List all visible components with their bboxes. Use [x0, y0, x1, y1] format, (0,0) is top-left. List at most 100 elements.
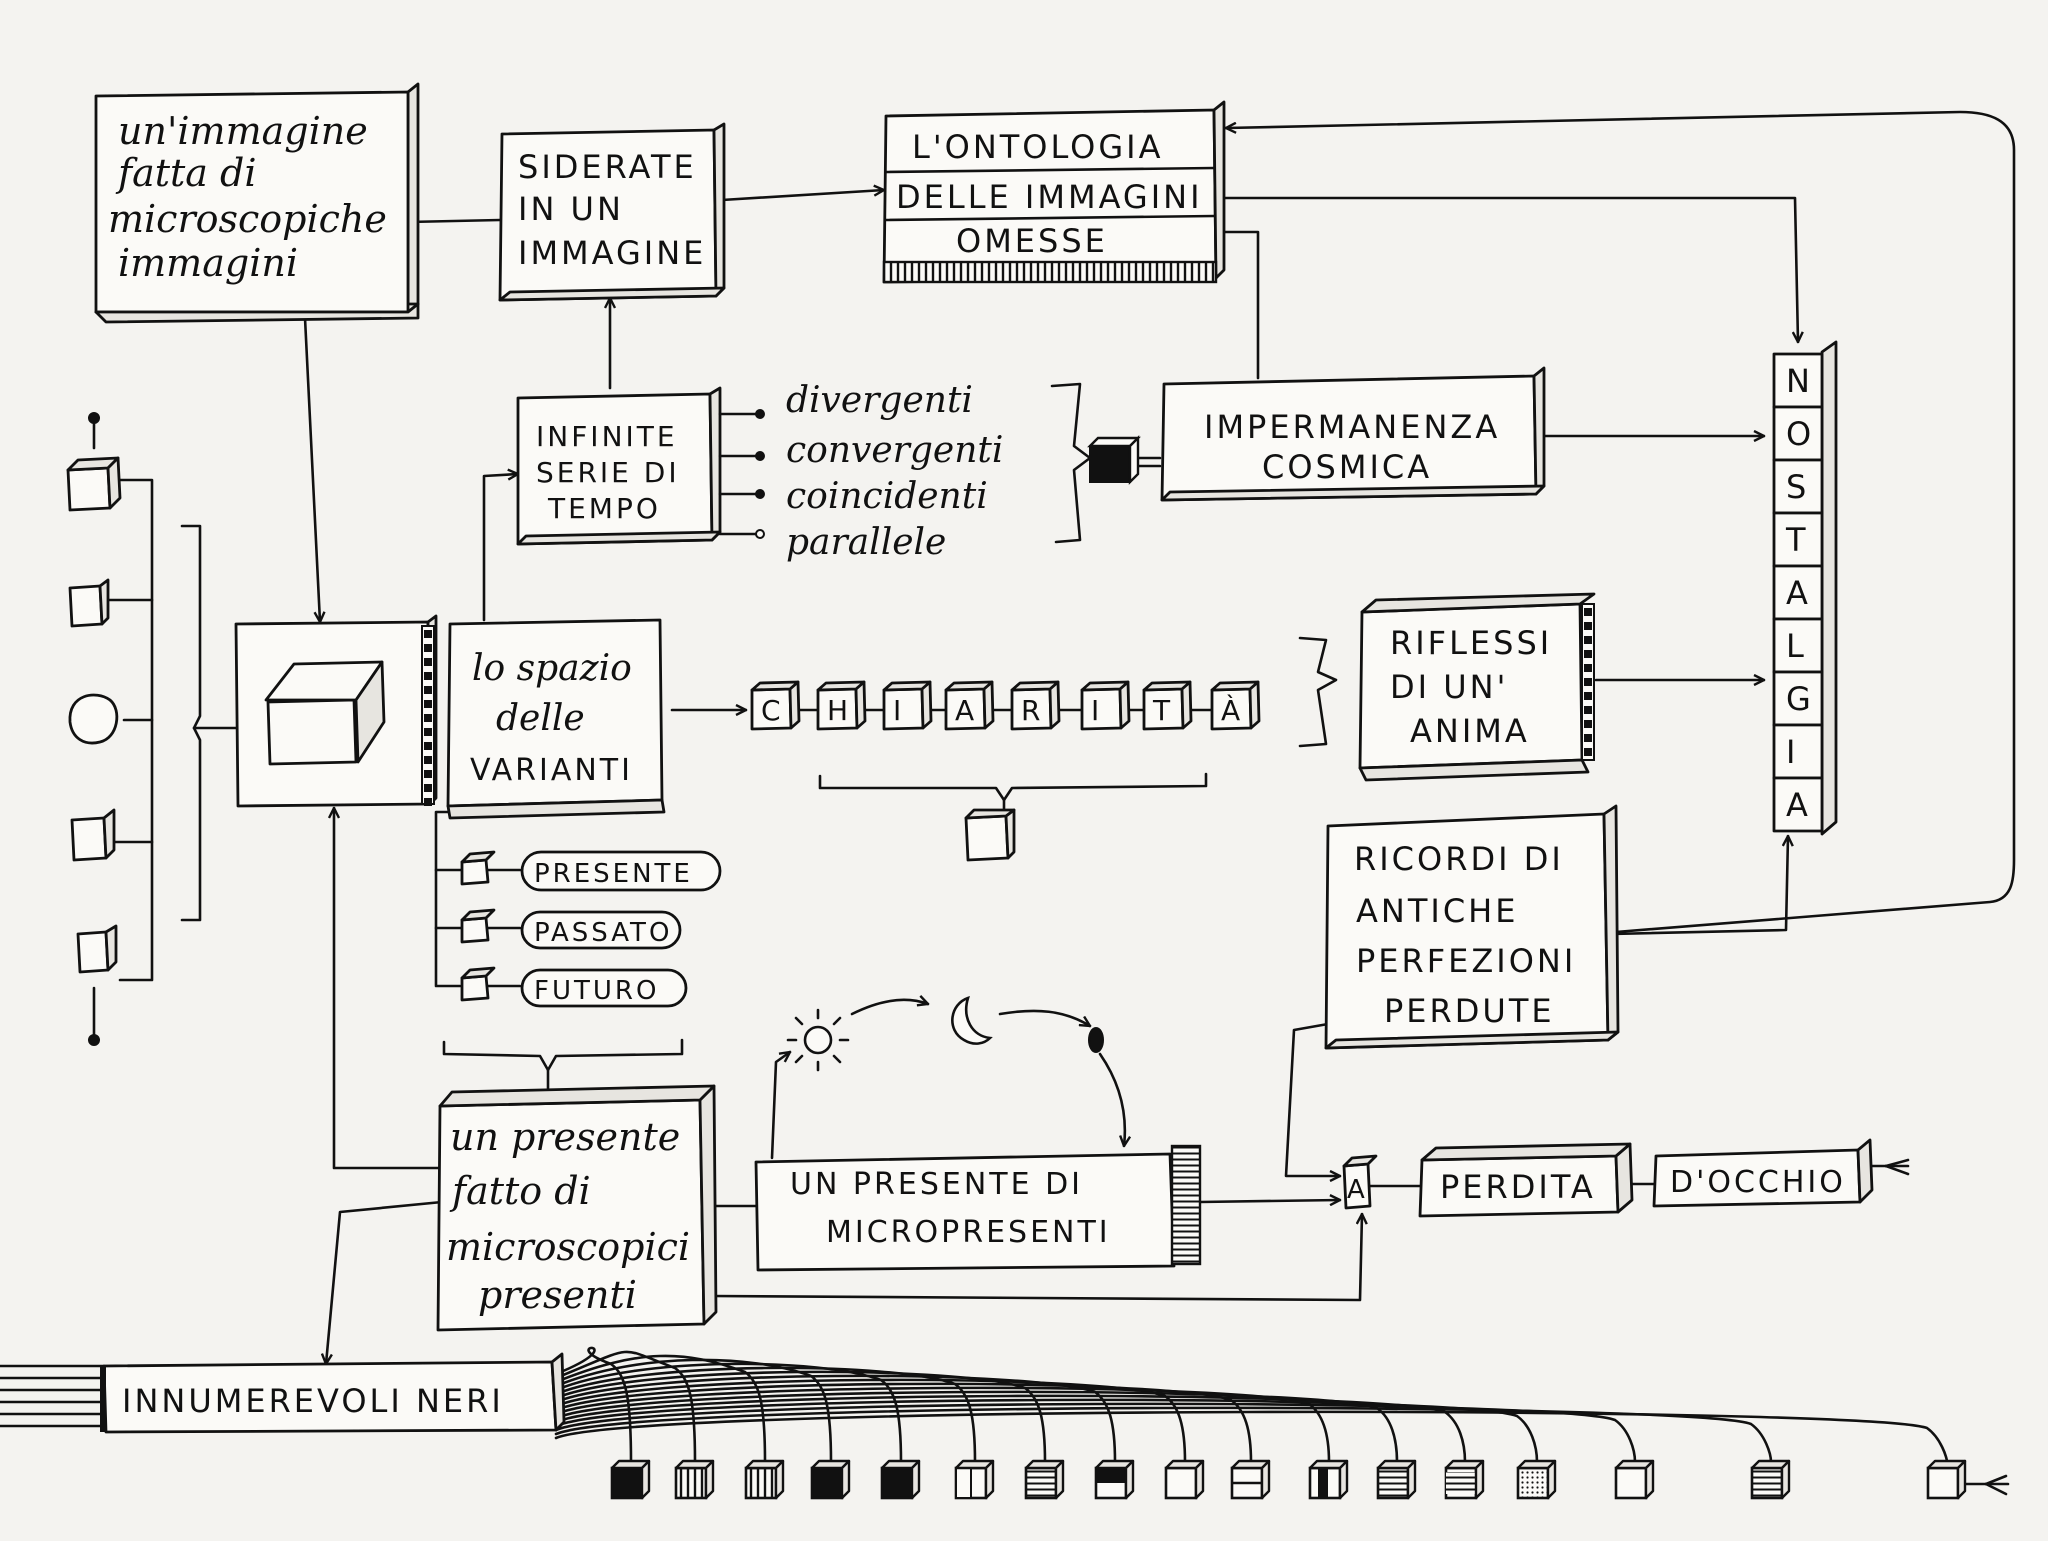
- spazio-line-1: lo spazio: [472, 648, 632, 689]
- cube-icon: [460, 908, 496, 944]
- node-ontologia: L'ONTOLOGIA DELLE IMMAGINI OMESSE: [882, 100, 1226, 284]
- ontologia-line-3: OMESSE: [956, 222, 1108, 260]
- presente-line-1: un presente: [450, 1115, 680, 1159]
- nostalgia-letter-cell: [1772, 723, 1824, 780]
- chiarita-letter-cube: T: [1142, 680, 1193, 731]
- nostalgia-letter-cell: [1772, 670, 1824, 727]
- riflessi-line-1: RIFLESSI: [1390, 624, 1552, 662]
- terminal-dot-icon: [88, 412, 100, 424]
- tempo-tipo-convergenti: convergenti: [786, 430, 1003, 471]
- cube-icon: [1376, 1459, 1417, 1500]
- cube-icon: [810, 1459, 851, 1500]
- cube-icon: [674, 1459, 715, 1500]
- node-spazio-varianti: lo spazio delle VARIANTI: [446, 618, 666, 820]
- node-presente-micro: un presente fatto di microscopici presen…: [436, 1084, 718, 1332]
- black-cube-icon: [1087, 435, 1141, 485]
- presente-line-4: presenti: [478, 1273, 637, 1317]
- sun-icon: [786, 1008, 850, 1072]
- nostalgia-letter: T: [1785, 521, 1806, 559]
- new-moon-icon: [1088, 1027, 1104, 1053]
- immagine-line-4: immagini: [118, 241, 298, 285]
- tempo-tipo-divergenti: divergenti: [786, 380, 973, 421]
- chiarita-letter-cube: C: [750, 680, 801, 731]
- film-strip: [421, 625, 435, 806]
- immagine-line-2: fatta di: [115, 151, 256, 195]
- chiarita-letter: R: [1021, 694, 1040, 727]
- fan-wires: [554, 1346, 1949, 1464]
- nostalgia-letter: I: [1786, 733, 1795, 771]
- cube-icon: [1926, 1459, 1967, 1500]
- chiarita-letter-cube: I: [882, 680, 933, 731]
- micropresenti-line-1: UN PRESENTE DI: [790, 1167, 1083, 1202]
- cube-icon: [1444, 1459, 1485, 1500]
- nostalgia-letter-cell: [1772, 405, 1824, 462]
- perdita-text: PERDITA: [1440, 1168, 1596, 1206]
- tempo-passato: PASSATO: [534, 918, 672, 948]
- tempo-pill-presente: [520, 850, 722, 892]
- cube-icon: [1614, 1459, 1655, 1500]
- immagine-line-1: un'immagine: [118, 109, 368, 153]
- node-a-letter: A: [1342, 1154, 1378, 1210]
- film-strip: [1581, 603, 1595, 761]
- terminal-dot-icon: [88, 1034, 100, 1046]
- ricordi-line-1: RICORDI DI: [1354, 840, 1564, 878]
- nostalgia-letter: S: [1786, 468, 1806, 506]
- occhio-text: D'OCCHIO: [1670, 1165, 1846, 1200]
- cube-icon: [76, 924, 118, 974]
- siderate-line-3: IMMAGINE: [518, 234, 706, 272]
- ontologia-line-1: L'ONTOLOGIA: [912, 128, 1163, 166]
- cube-icon: [1230, 1459, 1271, 1500]
- node-micropresenti: UN PRESENTE DI MICROPRESENTI: [754, 1144, 1202, 1272]
- cube-icon: [964, 808, 1016, 862]
- nostalgia-letter: L: [1786, 627, 1804, 665]
- node-ricordi: RICORDI DI ANTICHE PERFEZIONI PERDUTE: [1324, 804, 1620, 1050]
- cube-icon: [610, 1459, 651, 1500]
- chiarita-letter: H: [827, 694, 848, 727]
- cube-icon: [1024, 1459, 1065, 1500]
- chiarita-letter-cube: I: [1080, 680, 1131, 731]
- node-riflessi: RIFLESSI DI UN' ANIMA: [1358, 592, 1596, 782]
- chiarita-letter: I: [1091, 694, 1099, 727]
- bullet-dot-icon: [755, 489, 765, 499]
- nostalgia-letter: N: [1786, 362, 1810, 400]
- presente-line-2: fatto di: [449, 1169, 591, 1213]
- siderate-line-2: IN UN: [518, 190, 624, 228]
- infinite-line-3: TEMPO: [547, 492, 661, 525]
- cube-icon: [1164, 1459, 1205, 1500]
- cube-icon: [1308, 1459, 1349, 1500]
- ontologia-line-2: DELLE IMMAGINI: [896, 178, 1203, 216]
- chiarita-letter: I: [893, 694, 901, 727]
- cube-icon: [68, 578, 110, 628]
- tempo-tipo-parallele: parallele: [786, 522, 946, 563]
- neri-text: INNUMEREVOLI NERI: [122, 1382, 504, 1420]
- cube-icon: [460, 850, 496, 886]
- nostalgia-letter: G: [1786, 680, 1811, 718]
- node-perdita: PERDITA: [1418, 1142, 1634, 1218]
- node-impermanenza: IMPERMANENZA COSMICA: [1160, 366, 1546, 502]
- ricordi-line-3: PERFEZIONI: [1356, 942, 1576, 980]
- chiarita-letter-cube: H: [816, 680, 867, 731]
- nostalgia-letter: A: [1786, 574, 1808, 612]
- cube-icon: [1750, 1459, 1791, 1500]
- cube-icon: [880, 1459, 921, 1500]
- crescent-moon-icon: [951, 995, 993, 1045]
- bullet-dot-icon: [755, 451, 765, 461]
- tempi-list: PRESENTE PASSATO FUTURO: [460, 850, 722, 1008]
- cube-icon: [1516, 1459, 1557, 1500]
- tempo-pill-passato: [520, 910, 682, 950]
- spazio-line-3: VARIANTI: [470, 753, 633, 788]
- chiarita-letter-cube: R: [1010, 680, 1061, 731]
- cube-icon: [460, 966, 496, 1002]
- tempo-tipi-list: divergenti convergenti coincidenti paral…: [718, 380, 1003, 563]
- node-central-box: [234, 614, 438, 808]
- impermanenza-line-1: IMPERMANENZA: [1204, 408, 1500, 446]
- chiarita-letter-cube: À: [1210, 680, 1261, 731]
- spazio-line-2: delle: [496, 698, 585, 739]
- tempo-pill-futuro: [520, 968, 688, 1008]
- immagine-line-3: microscopiche: [108, 197, 387, 241]
- cube-icon: [66, 456, 122, 512]
- chiarita-letter: C: [761, 694, 781, 727]
- chiarita-letter: À: [1221, 693, 1240, 727]
